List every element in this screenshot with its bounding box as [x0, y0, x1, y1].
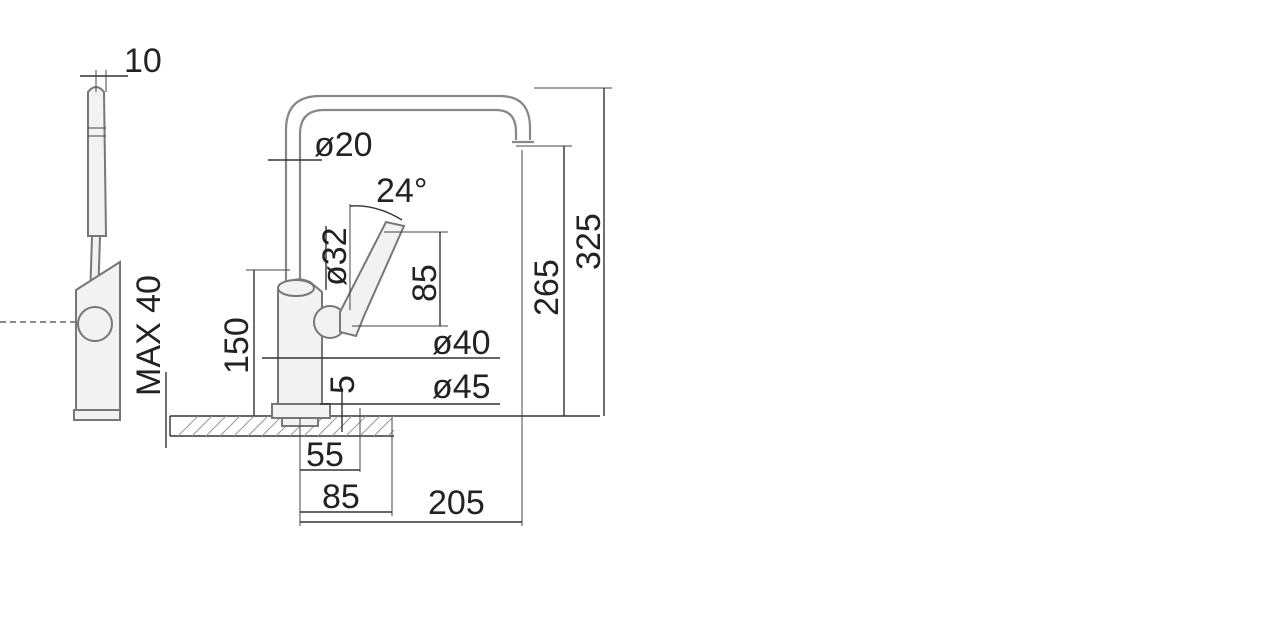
front-body [277, 278, 323, 407]
dim-label-lever-angle: 24° [376, 172, 427, 210]
side-view-base [73, 409, 121, 421]
front-spout-inner [298, 108, 518, 290]
front-spout-outer [284, 94, 532, 290]
hatch-line [205, 415, 227, 437]
dim-arc-lever-angle [349, 205, 403, 221]
front-body-top [277, 279, 315, 297]
dim-label-base-outer: ø45 [432, 368, 491, 406]
dim-label-lever-height: 85 [406, 264, 444, 302]
countertop [169, 415, 600, 437]
dim-label-body-diameter: ø32 [316, 227, 354, 286]
hatch-line [345, 415, 367, 437]
dim-label-spout-height: 265 [528, 259, 566, 316]
hatch-line [317, 415, 339, 437]
dim-label-base-offset-small: 55 [306, 436, 344, 474]
hatch-line [233, 415, 255, 437]
hatch-line [219, 415, 241, 437]
hatch-line [247, 415, 269, 437]
side-view: 10 MAX 40 [0, 42, 168, 448]
hatch-line [191, 415, 213, 437]
front-base [271, 403, 331, 419]
dim-label-total-height: 325 [570, 213, 608, 270]
hatch-line [359, 415, 381, 437]
dim-label-side-width: 10 [124, 42, 162, 80]
side-view-spout [87, 86, 108, 237]
hatch-line [261, 415, 283, 437]
dim-label-gap: 5 [324, 375, 362, 394]
front-view [271, 94, 534, 427]
dim-label-body-height: 150 [218, 317, 256, 374]
front-lever [339, 220, 406, 338]
hatch-line [373, 415, 395, 437]
dim-label-base-offset-large: 85 [322, 478, 360, 516]
dim-label-base-inner: ø40 [432, 324, 491, 362]
dim-label-spout-diameter: ø20 [314, 126, 373, 164]
hatch-line [387, 429, 395, 437]
side-view-lever-hub [77, 306, 113, 342]
dim-label-max-thickness: MAX 40 [130, 275, 168, 396]
dim-label-reach: 205 [428, 484, 485, 522]
dimensions: ø20 24° ø32 85 ø40 ø45 150 5 325 26 [218, 87, 612, 526]
hatch-line [177, 415, 199, 437]
